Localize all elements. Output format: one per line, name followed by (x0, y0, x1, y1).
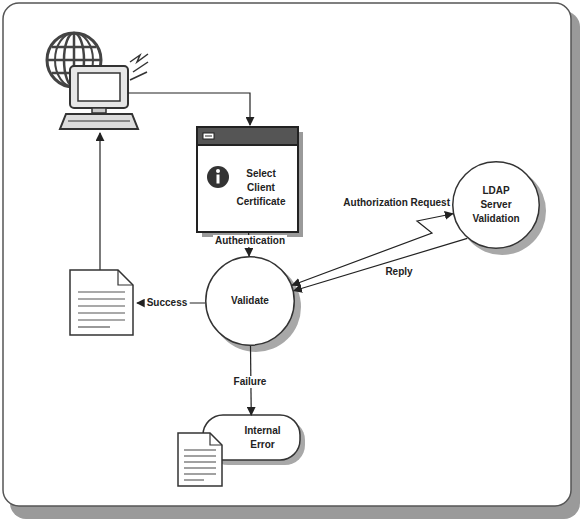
frame (3, 3, 571, 506)
process-circle: Validate (205, 256, 295, 346)
connector-label: Reply (383, 266, 414, 278)
title-bar (197, 127, 298, 145)
node-text-area: Select Client Certificate (227, 147, 295, 229)
server-circle: LDAP Server Validation (452, 161, 540, 249)
node-label: Select Client Certificate (233, 167, 289, 209)
computer-illustration (47, 33, 148, 129)
document-fold (210, 433, 222, 445)
node-text-area: Internal Error (225, 415, 300, 460)
document-icon (70, 270, 133, 335)
document-page (178, 433, 222, 486)
document-lines (78, 292, 125, 327)
monitor-screen (78, 73, 120, 101)
signal-mark (130, 72, 147, 80)
node-label: Internal Error (233, 424, 293, 452)
window-button (203, 133, 214, 139)
terminal-box: Internal Error (203, 415, 300, 460)
circle-outline (453, 162, 540, 249)
info-icon (207, 166, 229, 188)
signal-mark (133, 62, 148, 72)
node-shape (197, 127, 298, 232)
keyboard-keys (68, 121, 130, 122)
document-page (70, 270, 133, 335)
document-lines (184, 450, 216, 480)
node-text-area: LDAP Server Validation (452, 161, 540, 249)
flow-label: Success (145, 297, 190, 309)
monitor-stand (92, 108, 106, 113)
node-text-area: Validate (205, 256, 295, 346)
dialog-outline (197, 127, 298, 232)
window-button-mark (205, 136, 212, 137)
globe-parallel (48, 59, 100, 62)
document-icon (178, 433, 222, 486)
terminal-outline (203, 415, 300, 460)
node-label: Validate (231, 294, 269, 308)
node-label: LDAP Server Validation (468, 184, 524, 226)
signal-mark (130, 54, 148, 62)
globe-parallel (52, 46, 96, 49)
connector-label: Authorization Request (341, 197, 452, 209)
flow-arrow (99, 133, 100, 270)
monitor (70, 66, 128, 108)
flow-arrow (128, 93, 250, 125)
dialog-box: Select Client Certificate (197, 127, 298, 232)
document-fold (118, 270, 133, 285)
connector (294, 238, 467, 290)
keyboard (60, 114, 138, 129)
success-arrow (137, 302, 205, 303)
circle-outline (206, 257, 295, 346)
node-shape (203, 415, 300, 460)
connector (248, 232, 250, 256)
info-icon-stem (217, 175, 220, 184)
connector (250, 346, 252, 415)
connector (292, 214, 453, 286)
connector-label: Failure (232, 376, 269, 388)
info-icon-dot (216, 169, 220, 173)
